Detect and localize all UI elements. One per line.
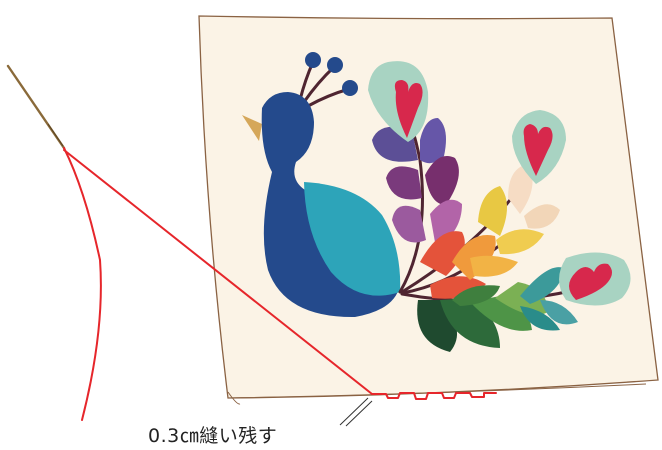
feather	[425, 156, 459, 205]
annotation-label: 0.3㎝縫い残す	[148, 425, 278, 447]
feather	[430, 199, 462, 248]
needle-eye	[47, 123, 64, 147]
crest-ball	[305, 52, 321, 68]
feather	[392, 205, 426, 243]
feather	[386, 166, 422, 200]
leader-line	[339, 397, 373, 427]
feather	[440, 298, 500, 348]
heart	[394, 80, 423, 138]
feather	[524, 204, 560, 229]
feather	[420, 118, 446, 164]
feather	[508, 164, 533, 214]
feather	[452, 285, 500, 306]
peacock-motif	[242, 52, 631, 352]
feather	[496, 229, 544, 255]
thread	[63, 147, 497, 421]
feather	[520, 267, 564, 304]
peacock-wing	[304, 182, 401, 296]
feather	[420, 231, 465, 276]
feather	[540, 300, 578, 325]
crest-ball	[327, 57, 343, 73]
heart	[523, 124, 553, 176]
feather	[478, 186, 507, 236]
feather	[470, 255, 518, 277]
beak	[242, 115, 262, 141]
crest-ball	[342, 80, 358, 96]
heart	[569, 263, 612, 300]
feather	[520, 306, 560, 331]
